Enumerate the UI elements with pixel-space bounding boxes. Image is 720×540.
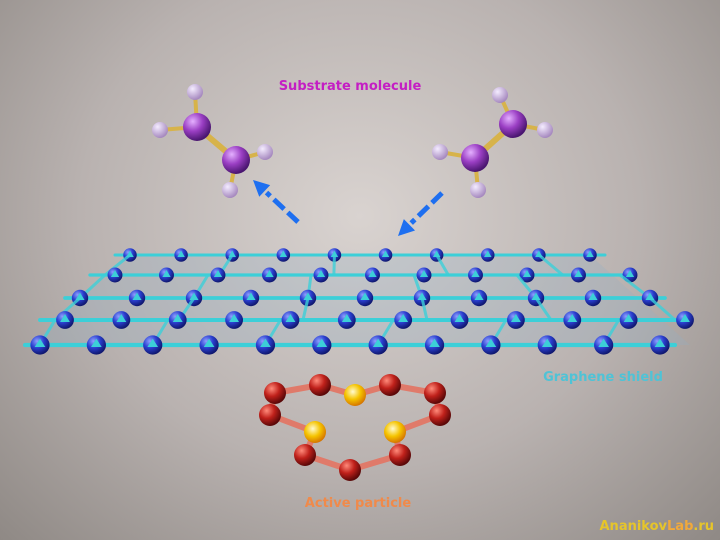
graphene-shield [22, 248, 694, 355]
particle-atom [264, 382, 286, 404]
arrow-shaft [264, 190, 300, 224]
graphene-bond [534, 297, 553, 321]
particle-atom [424, 382, 446, 404]
particle-atom [259, 404, 281, 426]
graphene-atom-accent [368, 270, 377, 277]
graphene-atom-accent [586, 250, 594, 257]
graphene-atom-accent [34, 338, 46, 347]
hydrogen-atom [187, 84, 203, 100]
graphene-atom-accent [419, 270, 429, 277]
arrow-head [398, 219, 416, 236]
graphene-atom-accent [574, 270, 583, 277]
graphene-bond [301, 297, 310, 321]
particle-active-atom [304, 421, 326, 443]
graphene-atom-accent [623, 314, 634, 322]
hydrogen-atom [470, 182, 486, 198]
graphene-atom-accent [567, 314, 578, 322]
graphene-atom-accent [279, 250, 288, 257]
graphene-atom-accent [510, 314, 521, 322]
graphene-atom-accent [454, 314, 465, 322]
graphene-atom-accent [147, 338, 159, 347]
graphene-bond [649, 296, 676, 322]
hydrogen-atom [432, 144, 448, 160]
graphene-atom-accent [260, 338, 271, 347]
graphene-atom-accent [588, 292, 598, 300]
graphene-atom-accent [91, 338, 102, 347]
hydrogen-atom [152, 122, 168, 138]
graphene-atom-accent [60, 314, 70, 322]
watermark-part: Lab [667, 519, 694, 534]
graphene-bond [435, 254, 450, 276]
graphene-atom-accent [246, 292, 256, 300]
hydrogen-atom [537, 122, 553, 138]
graphene-atom-accent [172, 314, 183, 322]
active-particle [259, 374, 451, 481]
graphene-shield-label: Graphene shield [543, 370, 663, 385]
graphene-atom-accent [229, 314, 240, 322]
graphene-atom-accent [303, 292, 313, 300]
graphene-bond [332, 254, 336, 276]
graphene-atom-accent [372, 338, 384, 347]
graphene-atom-accent [381, 250, 390, 257]
arrow-head [253, 180, 271, 197]
graphene-bond [420, 297, 429, 321]
hydrogen-atom [492, 87, 508, 103]
particle-atom [339, 459, 361, 481]
graphene-atom-accent [285, 314, 296, 322]
particle-atom [309, 374, 331, 396]
substrate-molecules [152, 84, 553, 198]
graphene-atom-accent [316, 338, 328, 347]
graphene-atom-accent [625, 270, 635, 277]
graphene-atom-accent [471, 270, 480, 277]
graphene-atom-accent [189, 292, 199, 300]
graphene-atom-accent [484, 250, 492, 257]
hydrogen-atom [222, 182, 238, 198]
graphene-atom-accent [654, 338, 666, 347]
graphene-atom-accent [316, 270, 326, 277]
graphene-atom-accent [429, 338, 440, 347]
arrows [253, 180, 444, 236]
graphene-atom-accent [341, 314, 352, 322]
graphene-atom-accent [265, 270, 274, 277]
particle-atom [379, 374, 401, 396]
graphene-atom-accent [474, 292, 484, 300]
carbon-atom [222, 146, 250, 174]
graphene-atom-accent [177, 250, 185, 257]
graphene-atom-accent [213, 270, 223, 277]
graphene-atom-accent [110, 270, 120, 277]
graphene-atom-accent [485, 338, 497, 347]
particle-active-atom [384, 421, 406, 443]
graphene-atom-accent [531, 292, 541, 300]
graphene-atom-accent [680, 314, 690, 322]
graphene-atom-accent [417, 292, 427, 300]
graphene-atom-accent [116, 314, 127, 322]
graphene-atom-accent [132, 292, 142, 300]
particle-atom [389, 444, 411, 466]
particle-atom [429, 404, 451, 426]
carbon-atom [499, 110, 527, 138]
graphene-atom-accent [162, 270, 171, 277]
particle-atom [294, 444, 316, 466]
watermark-part: Ananikov [599, 519, 668, 534]
graphene-atom-accent [541, 338, 553, 347]
arrow-shaft [409, 191, 444, 225]
particle-active-atom [344, 384, 366, 406]
graphene-atom-accent [522, 270, 532, 277]
watermark-logo: AnanikovLab.ru [600, 519, 715, 534]
active-particle-label: Active particle [304, 496, 412, 511]
carbon-atom [183, 113, 211, 141]
graphene-atom-accent [398, 314, 409, 322]
graphene-atom-accent [330, 250, 339, 257]
graphene-bond [537, 253, 564, 277]
carbon-atom [461, 144, 489, 172]
graphene-atom-accent [203, 338, 215, 347]
graphene-atom-accent [360, 292, 370, 300]
graphene-atom-accent [598, 338, 609, 347]
hydrogen-atom [257, 144, 273, 160]
substrate-molecule-label: Substrate molecule [278, 79, 422, 94]
watermark-part: .ru [693, 519, 714, 534]
